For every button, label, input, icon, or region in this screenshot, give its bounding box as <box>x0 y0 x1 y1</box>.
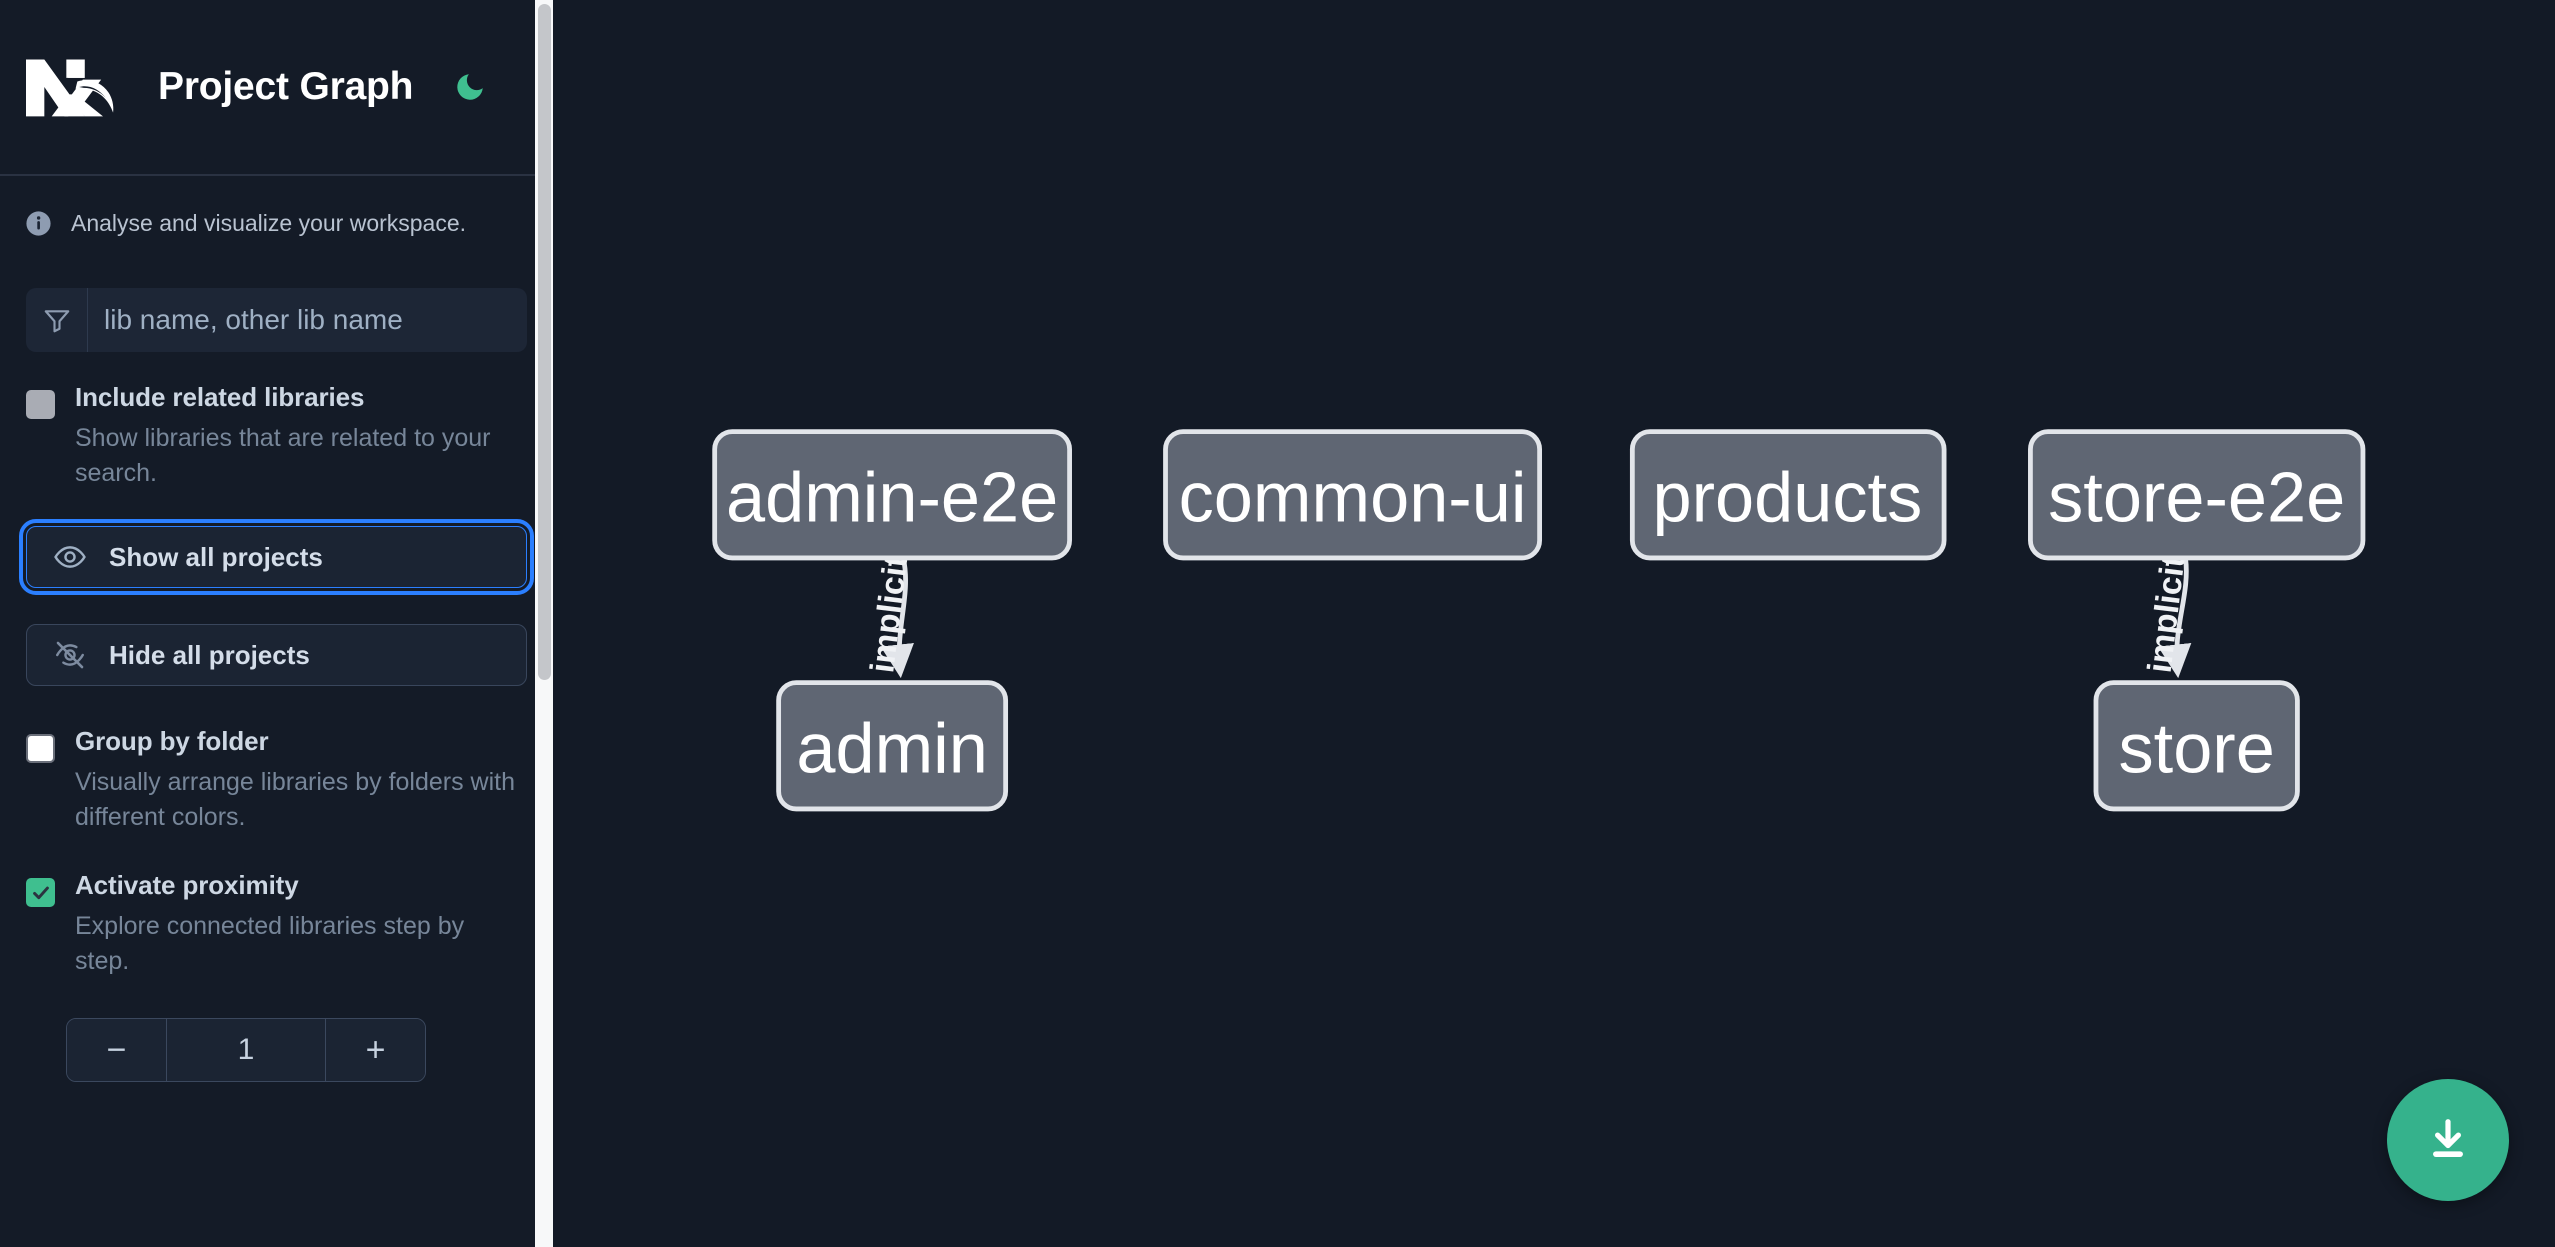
graph-node-store[interactable]: store <box>2093 680 2300 812</box>
show-all-projects-label: Show all projects <box>109 541 323 572</box>
option-group-by-folder[interactable]: Group by folder Visually arrange librari… <box>26 728 527 834</box>
edge-label: implicit <box>2142 554 2193 675</box>
option-title: Include related libraries <box>75 382 365 412</box>
graph-edges: implicit implicit <box>864 554 2193 679</box>
sidebar-scrollbar-thumb[interactable] <box>538 4 551 680</box>
proximity-decrement-button[interactable]: − <box>67 1019 167 1081</box>
sidebar: Project Graph Analyse and visualize your… <box>0 0 557 1247</box>
graph-node-admin[interactable]: admin <box>776 680 1009 812</box>
graph-node-common-ui[interactable]: common-ui <box>1163 429 1543 561</box>
proximity-increment-button[interactable]: + <box>325 1019 425 1081</box>
graph-canvas[interactable]: implicit implicit admin-e2e common-ui <box>553 0 2555 1247</box>
download-graph-button[interactable] <box>2387 1079 2509 1201</box>
nx-logo-icon <box>24 54 116 120</box>
graph-nodes: admin-e2e common-ui products store-e2e a… <box>712 429 2366 812</box>
graph-node-products[interactable]: products <box>1629 429 1947 561</box>
hide-all-projects-button[interactable]: Hide all projects <box>26 624 527 686</box>
graph-node-store-e2e[interactable]: store-e2e <box>2028 429 2366 561</box>
project-graph-svg[interactable]: implicit implicit admin-e2e common-ui <box>553 0 2555 1247</box>
search-box[interactable] <box>26 288 527 352</box>
option-text: Include related libraries Show libraries… <box>75 384 525 490</box>
workspace-info: Analyse and visualize your workspace. <box>0 176 553 270</box>
hide-all-projects-label: Hide all projects <box>109 639 310 670</box>
sidebar-header: Project Graph <box>0 0 553 176</box>
moon-icon[interactable] <box>449 66 491 108</box>
download-icon <box>2422 1113 2474 1168</box>
sidebar-scrollbar[interactable] <box>535 0 553 1247</box>
group-by-folder-checkbox[interactable] <box>26 734 55 763</box>
option-description: Explore connected libraries step by step… <box>75 912 465 975</box>
graph-node-label: common-ui <box>1179 458 1527 537</box>
option-text: Activate proximity Explore connected lib… <box>75 872 525 978</box>
graph-node-label: store <box>2119 709 2275 788</box>
option-title: Activate proximity <box>75 870 299 900</box>
sidebar-body: Include related libraries Show libraries… <box>0 288 553 1082</box>
page-title: Project Graph <box>158 65 414 108</box>
edge-label: implicit <box>864 554 915 675</box>
graph-node-label: admin-e2e <box>726 458 1058 537</box>
graph-node-admin-e2e[interactable]: admin-e2e <box>712 429 1072 561</box>
edge-store-e2e-to-store[interactable]: implicit <box>2142 554 2193 679</box>
option-include-related-libraries[interactable]: Include related libraries Show libraries… <box>26 384 527 490</box>
graph-node-label: admin <box>796 709 988 788</box>
search-input[interactable] <box>88 288 527 352</box>
graph-node-label: store-e2e <box>2048 458 2345 537</box>
edge-admin-e2e-to-admin[interactable]: implicit <box>864 554 915 679</box>
eye-off-icon <box>53 638 87 672</box>
option-activate-proximity[interactable]: Activate proximity Explore connected lib… <box>26 872 527 978</box>
option-title: Group by folder <box>75 726 269 756</box>
filter-icon[interactable] <box>26 288 88 352</box>
option-description: Visually arrange libraries by folders wi… <box>75 768 516 831</box>
show-all-projects-button[interactable]: Show all projects <box>19 519 534 595</box>
proximity-value: 1 <box>237 1033 255 1066</box>
eye-icon <box>53 540 87 574</box>
activate-proximity-checkbox[interactable] <box>26 878 55 907</box>
proximity-stepper[interactable]: − 1 + <box>66 1018 426 1082</box>
graph-node-label: products <box>1653 458 1923 537</box>
workspace-info-text: Analyse and visualize your workspace. <box>71 209 467 236</box>
option-description: Show libraries that are related to your … <box>75 424 491 487</box>
info-icon <box>24 209 53 238</box>
include-related-libraries-checkbox[interactable] <box>26 390 55 419</box>
option-text: Group by folder Visually arrange librari… <box>75 728 525 834</box>
